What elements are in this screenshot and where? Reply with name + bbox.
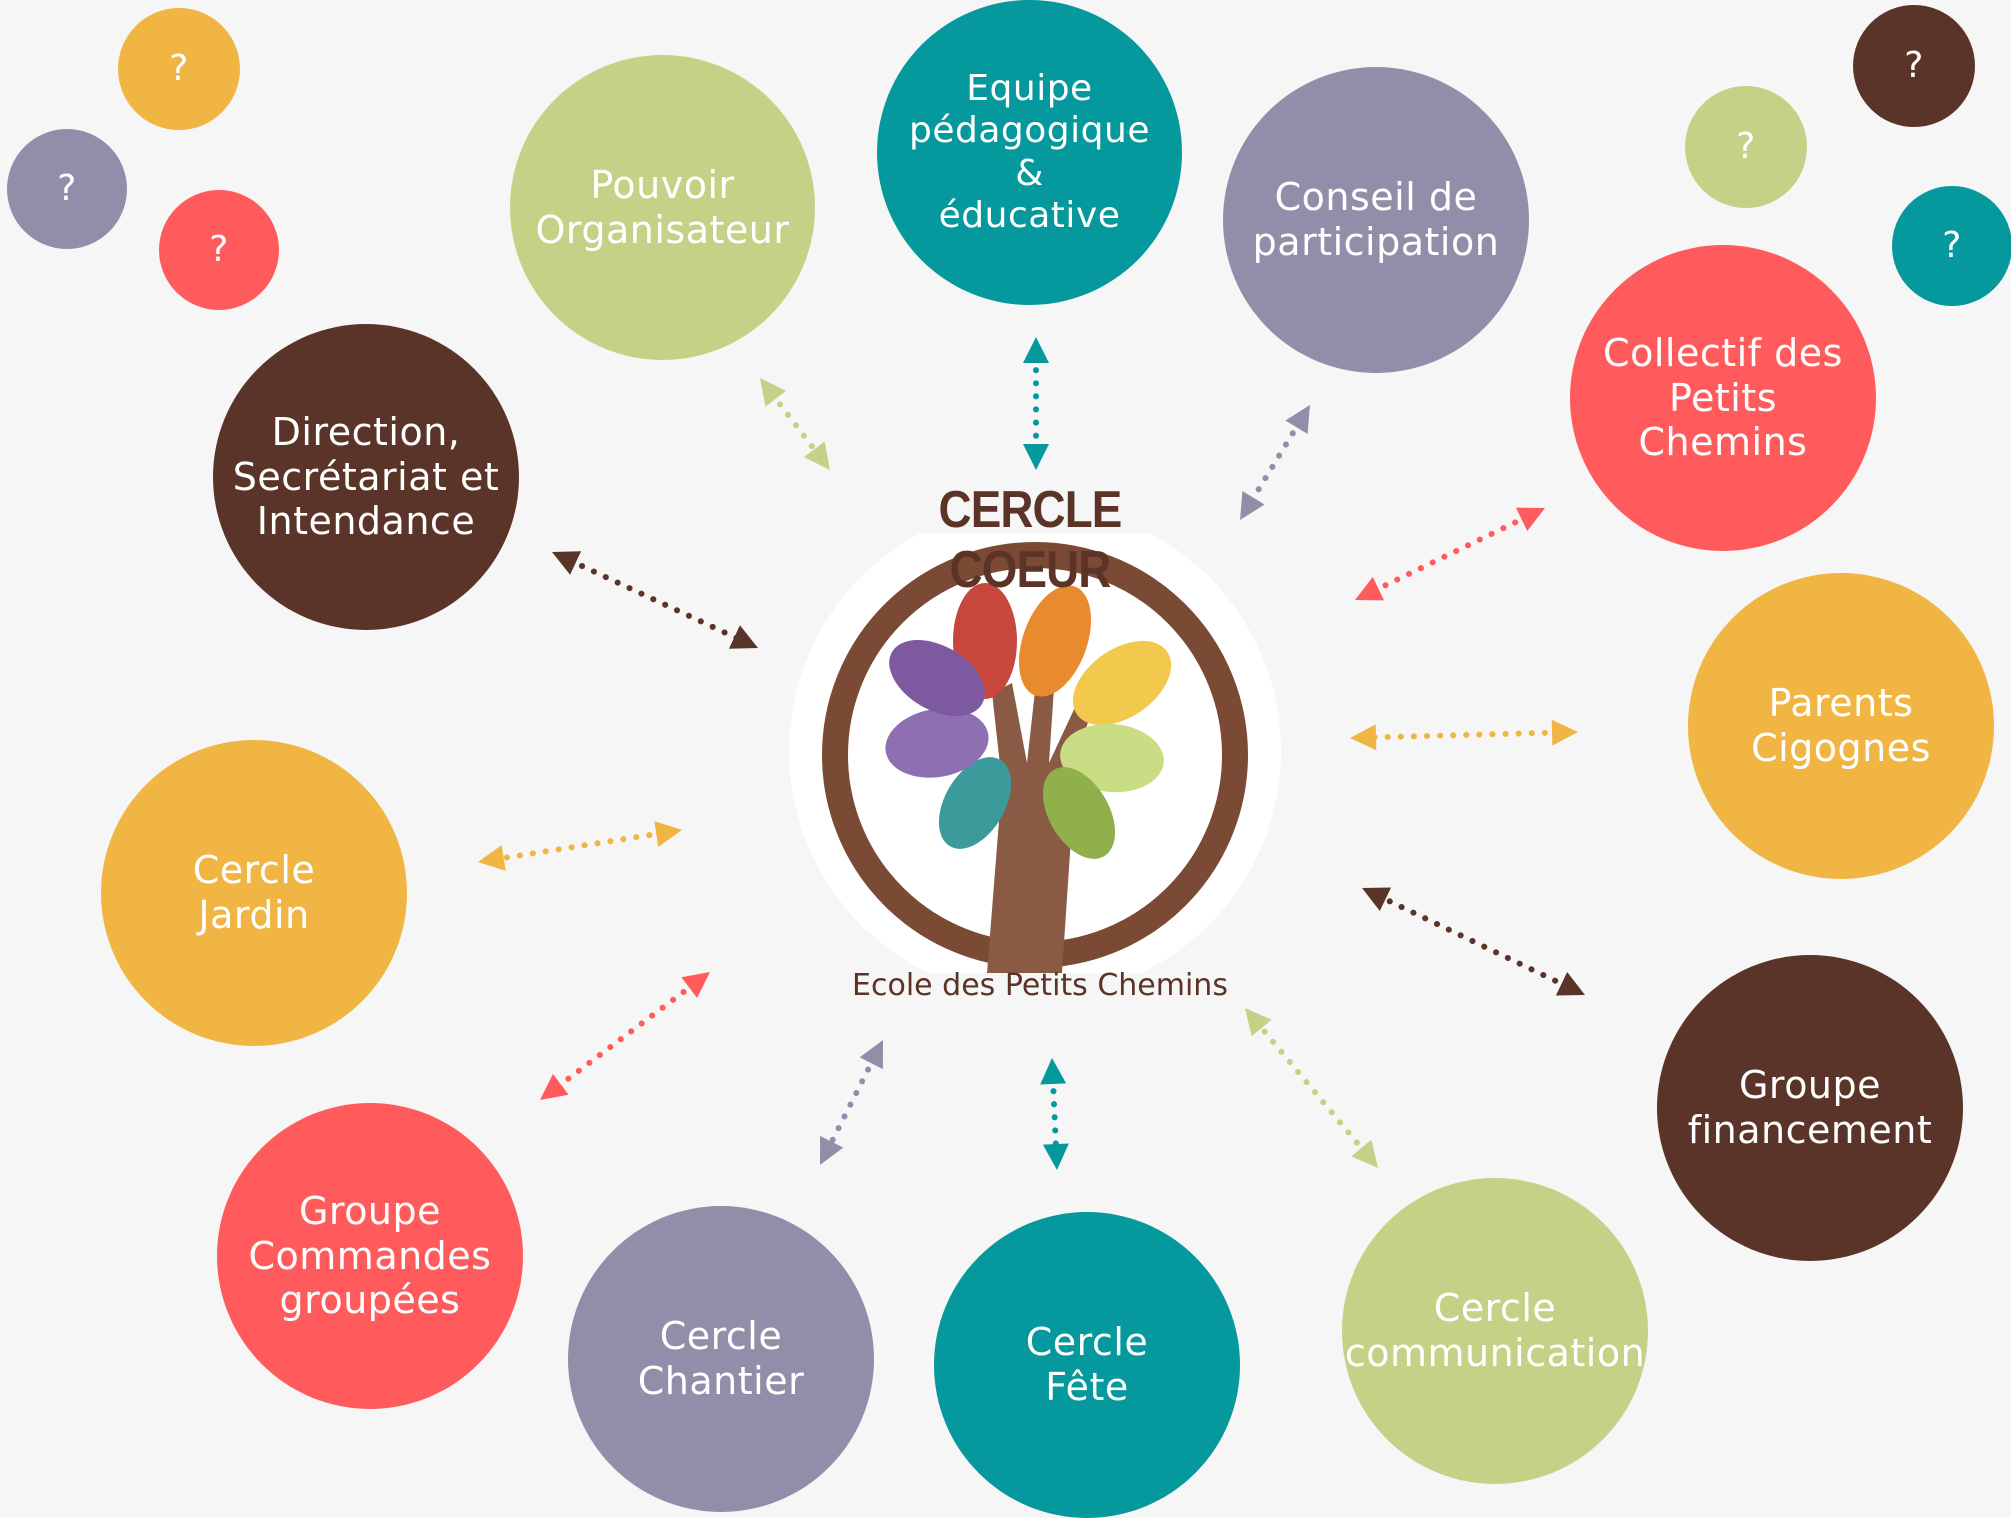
connector-direction [552,551,758,649]
question-bubble[interactable]: ? [7,129,127,249]
bubble-direction[interactable]: Direction, Secrétariat et Intendance [213,324,519,630]
connector-groupe-financement [1362,887,1585,996]
question-bubble[interactable]: ? [1853,5,1975,127]
bubble-cercle-chantier[interactable]: Cercle Chantier [568,1206,874,1512]
bubble-conseil-participation[interactable]: Conseil de participation [1223,67,1529,373]
bubble-groupe-financement[interactable]: Groupe financement [1657,955,1963,1261]
bubble-cercle-communication[interactable]: Cercle communication [1342,1178,1648,1484]
bubble-parents-cigognes[interactable]: Parents Cigognes [1688,573,1994,879]
bubble-collectif-petits-chemins[interactable]: Collectif des Petits Chemins [1570,245,1876,551]
question-bubble[interactable]: ? [1685,86,1807,208]
connector-collectif-petits-chemins [1355,507,1545,601]
question-bubble[interactable]: ? [159,190,279,310]
connector-cercle-jardin [478,821,682,871]
bubble-groupe-commandes[interactable]: Groupe Commandes groupées [217,1103,523,1409]
connector-cercle-communication [1245,1008,1378,1168]
center-title: CERCLE COEUR [938,481,1123,599]
connector-conseil-participation [1240,405,1310,520]
tree-hand-flower-logo [789,533,1281,973]
bubble-cercle-jardin[interactable]: Cercle Jardin [101,740,407,1046]
question-bubble[interactable]: ? [118,8,240,130]
connector-equipe-pedagogique [1023,337,1049,470]
center-subtitle: Ecole des Petits Chemins [852,968,1228,1003]
connector-parents-cigognes [1350,719,1578,751]
connector-cercle-chantier [820,1040,883,1165]
connector-groupe-commandes [540,972,710,1100]
bubble-cercle-fete[interactable]: Cercle Fête [934,1212,1240,1518]
connector-cercle-fete [1040,1058,1069,1170]
bubble-pouvoir-organisateur[interactable]: Pouvoir Organisateur [510,55,815,360]
connector-pouvoir-organisateur [760,378,830,470]
bubble-equipe-pedagogique[interactable]: Equipe pédagogique & éducative [877,0,1182,305]
question-bubble[interactable]: ? [1892,186,2011,306]
